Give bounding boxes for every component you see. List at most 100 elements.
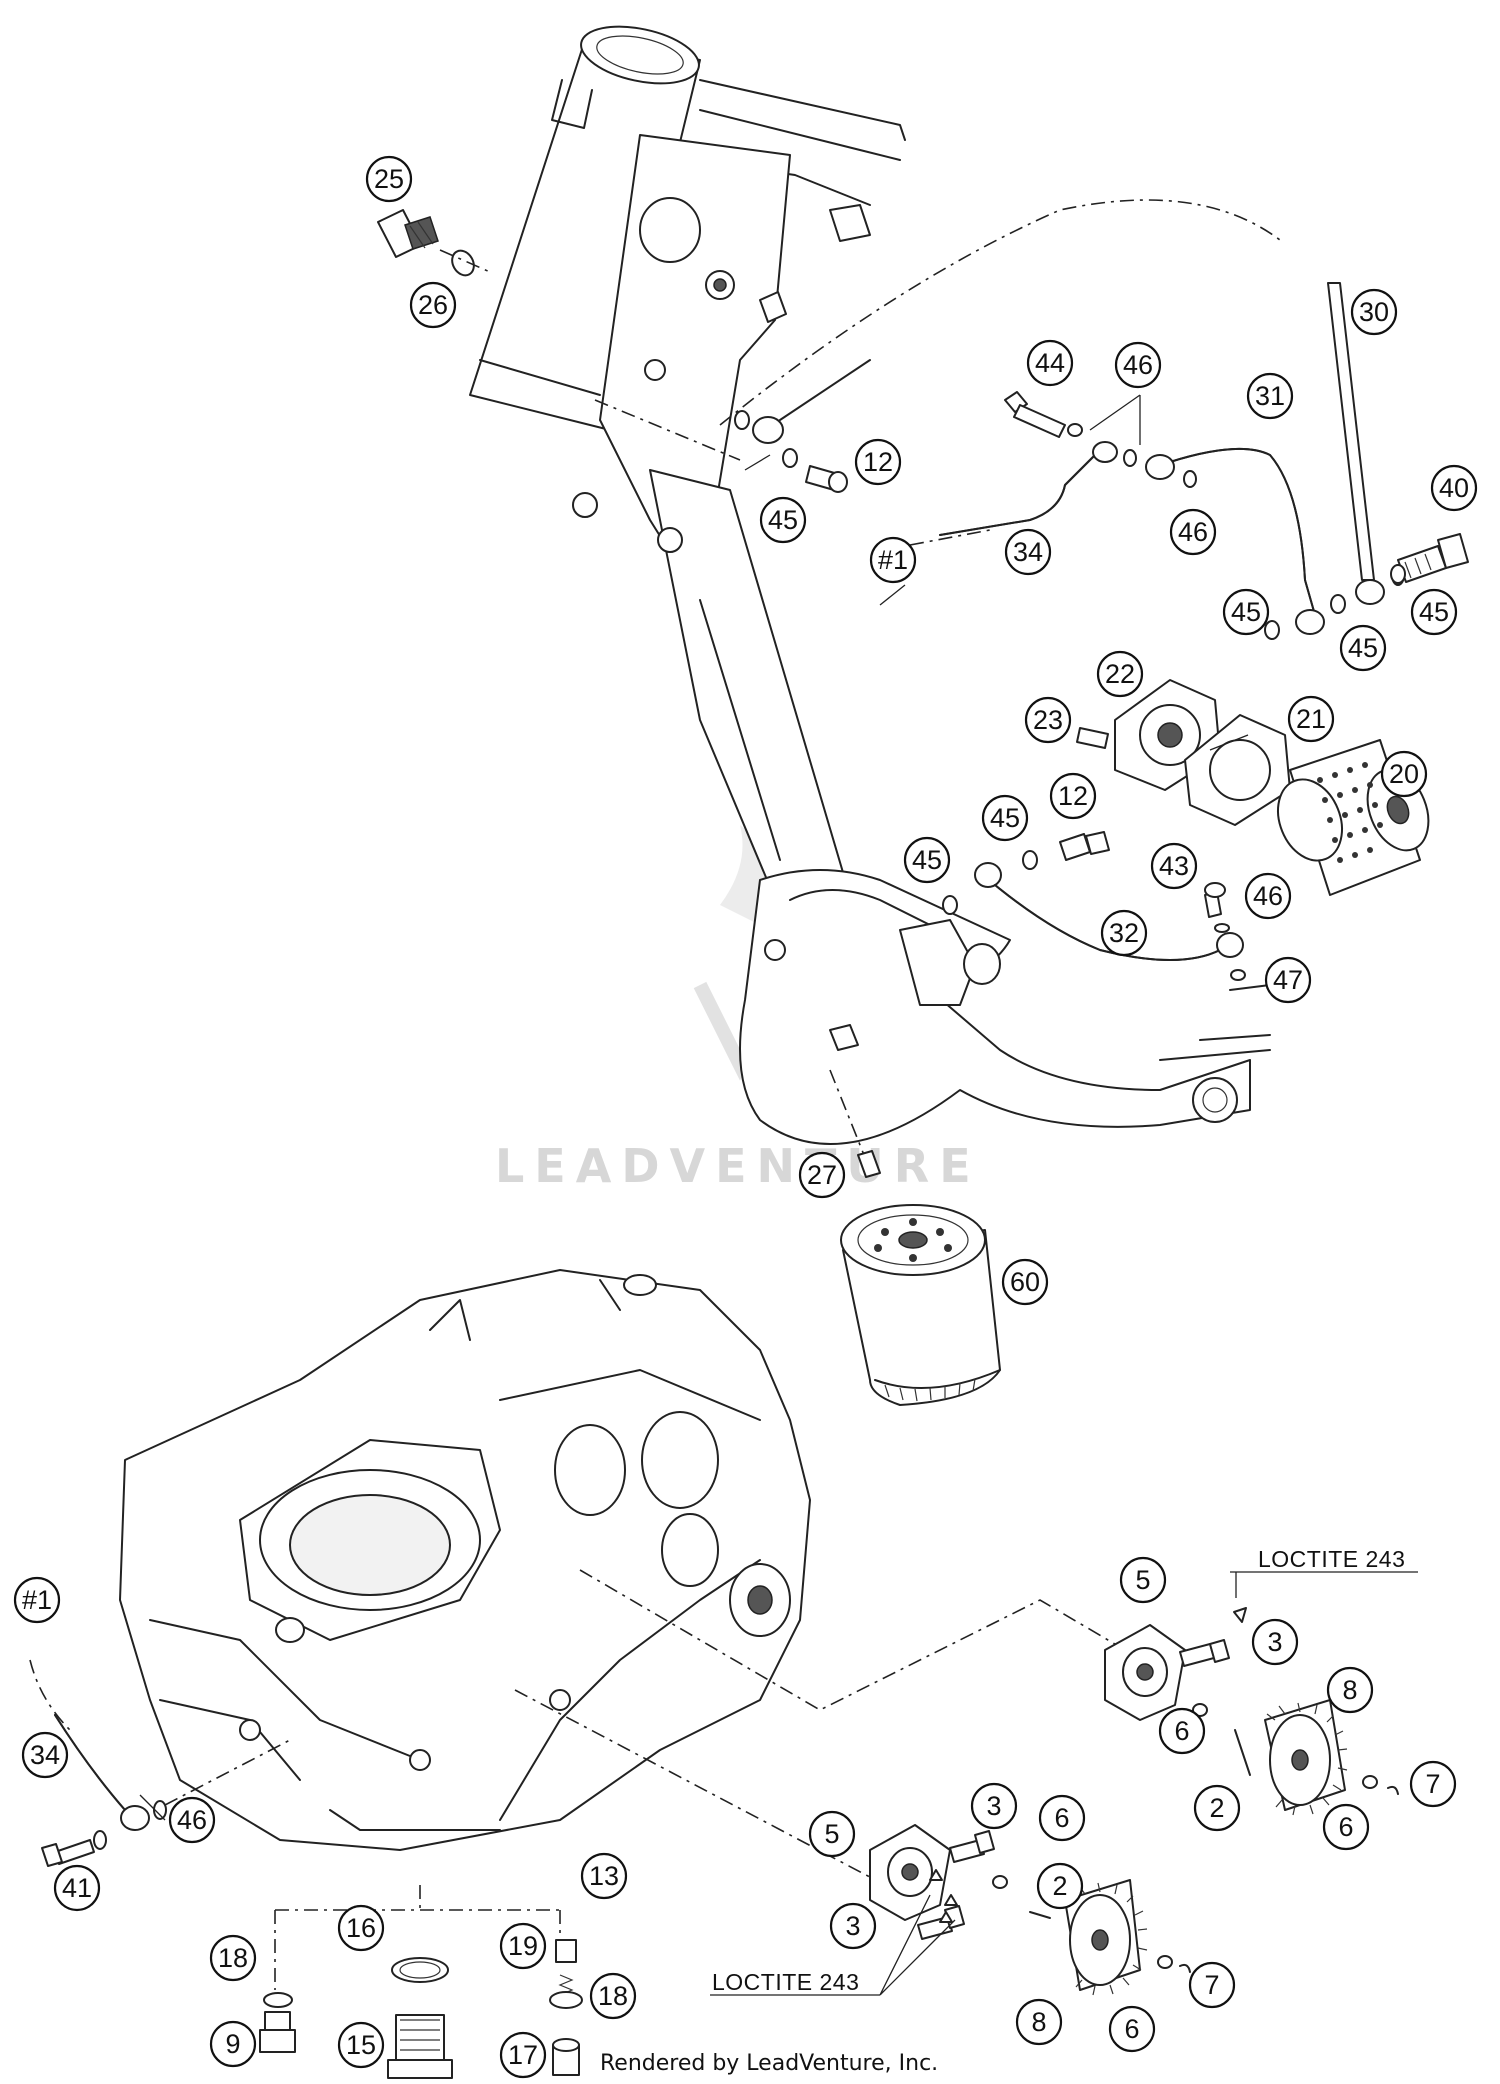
callout-8-lower[interactable]: 8 (1015, 1998, 1063, 2046)
callout-20[interactable]: 20 (1380, 750, 1428, 798)
drain-plugs (259, 1885, 583, 2079)
callout-41[interactable]: 41 (53, 1864, 101, 1912)
svg-text:12: 12 (1058, 781, 1088, 811)
callout-46-left[interactable]: 46 (168, 1796, 216, 1844)
callout-45-d[interactable]: 45 (981, 794, 1029, 842)
svg-text:18: 18 (598, 1981, 628, 2011)
callout-47[interactable]: 47 (1264, 956, 1312, 1004)
svg-text:18: 18 (218, 1943, 248, 1973)
callout-25[interactable]: 25 (365, 155, 413, 203)
callout-12-lower[interactable]: 12 (1049, 772, 1097, 820)
callout-46-upper[interactable]: 46 (1114, 341, 1162, 389)
callout-2-lower[interactable]: 2 (1036, 1862, 1084, 1910)
callout-43[interactable]: 43 (1150, 842, 1198, 890)
svg-text:43: 43 (1159, 851, 1189, 881)
svg-text:#1: #1 (22, 1585, 52, 1615)
svg-text:45: 45 (1348, 633, 1378, 663)
callout-6-lower[interactable]: 6 (1108, 2005, 1156, 2053)
callout-ref-1-lower[interactable]: #1 (13, 1576, 61, 1624)
svg-text:6: 6 (1174, 1716, 1189, 1746)
frame-drawing (469, 25, 1281, 1145)
annotations: LOCTITE 243 LOCTITE 243 Rendered by Lead… (600, 1546, 1405, 2076)
callout-3-lower[interactable]: 3 (829, 1902, 877, 1950)
callout-32[interactable]: 32 (1100, 909, 1148, 957)
svg-text:6: 6 (1124, 2014, 1139, 2044)
callout-19[interactable]: 19 (499, 1922, 547, 1970)
callout-5-lower[interactable]: 5 (808, 1810, 856, 1858)
callout-21[interactable]: 21 (1287, 695, 1335, 743)
svg-text:6: 6 (1338, 1812, 1353, 1842)
svg-text:17: 17 (508, 2040, 538, 2070)
callout-2-upper[interactable]: 2 (1193, 1784, 1241, 1832)
callout-26[interactable]: 26 (409, 281, 457, 329)
callout-46-middle[interactable]: 46 (1169, 508, 1217, 556)
callout-9[interactable]: 9 (209, 2020, 257, 2068)
leader-lines (139, 394, 1418, 1996)
svg-text:30: 30 (1359, 297, 1389, 327)
svg-text:25: 25 (374, 164, 404, 194)
callout-16[interactable]: 16 (337, 1904, 385, 1952)
callout-3-upper[interactable]: 3 (1251, 1618, 1299, 1666)
callout-45-upper-left[interactable]: 45 (759, 496, 807, 544)
callout-60[interactable]: 60 (1001, 1258, 1049, 1306)
svg-text:12: 12 (863, 447, 893, 477)
callout-46-lower[interactable]: 46 (1244, 872, 1292, 920)
svg-text:60: 60 (1010, 1267, 1040, 1297)
callout-7-lower[interactable]: 7 (1188, 1961, 1236, 2009)
callout-23[interactable]: 23 (1024, 696, 1072, 744)
callout-31[interactable]: 31 (1246, 372, 1294, 420)
svg-text:20: 20 (1389, 759, 1419, 789)
svg-text:45: 45 (1419, 597, 1449, 627)
callout-3-lower-top[interactable]: 3 (970, 1782, 1018, 1830)
svg-text:5: 5 (824, 1819, 839, 1849)
svg-text:46: 46 (1123, 350, 1153, 380)
callout-22[interactable]: 22 (1096, 650, 1144, 698)
svg-text:45: 45 (1231, 597, 1261, 627)
callout-8-upper[interactable]: 8 (1326, 1666, 1374, 1714)
callout-45-b[interactable]: 45 (1339, 624, 1387, 672)
oil-filler-plug (377, 209, 491, 277)
callout-45-a[interactable]: 45 (1222, 588, 1270, 636)
callout-6-lower-top[interactable]: 6 (1038, 1794, 1086, 1842)
callout-12-upper[interactable]: 12 (854, 438, 902, 486)
svg-text:40: 40 (1439, 473, 1469, 503)
oil-line-left (29, 1659, 291, 1867)
callout-34-lower[interactable]: 34 (21, 1731, 69, 1779)
callout-6-upper-right[interactable]: 6 (1322, 1803, 1370, 1851)
svg-text:15: 15 (346, 2030, 376, 2060)
callout-18-left[interactable]: 18 (209, 1934, 257, 1982)
svg-text:13: 13 (589, 1861, 619, 1891)
svg-text:2: 2 (1209, 1793, 1224, 1823)
svg-text:45: 45 (768, 505, 798, 535)
callout-44[interactable]: 44 (1026, 339, 1074, 387)
svg-text:2: 2 (1052, 1871, 1067, 1901)
svg-text:32: 32 (1109, 918, 1139, 948)
svg-text:46: 46 (1178, 517, 1208, 547)
callout-30[interactable]: 30 (1350, 288, 1398, 336)
oil-line-lower (942, 831, 1246, 981)
callout-18-right[interactable]: 18 (589, 1972, 637, 2020)
svg-text:34: 34 (1013, 537, 1043, 567)
callout-15[interactable]: 15 (337, 2021, 385, 2069)
callout-13[interactable]: 13 (580, 1852, 628, 1900)
callout-7-upper[interactable]: 7 (1409, 1760, 1457, 1808)
watermark-text: LEADVENTURE (495, 1139, 981, 1193)
svg-text:5: 5 (1135, 1565, 1150, 1595)
oil-line-upper (734, 282, 1469, 640)
callout-6-upper[interactable]: 6 (1158, 1707, 1206, 1755)
callout-ref-1-upper[interactable]: #1 (869, 536, 917, 584)
callout-5-upper[interactable]: 5 (1119, 1556, 1167, 1604)
callout-40[interactable]: 40 (1430, 464, 1478, 512)
oil-pump-upper (579, 1569, 1399, 1816)
callout-27[interactable]: 27 (798, 1151, 846, 1199)
callout-17[interactable]: 17 (499, 2031, 547, 2079)
callout-45-c[interactable]: 45 (1410, 588, 1458, 636)
render-credit: Rendered by LeadVenture, Inc. (600, 2051, 938, 2076)
svg-text:23: 23 (1033, 705, 1063, 735)
svg-text:47: 47 (1273, 965, 1303, 995)
svg-text:34: 34 (30, 1740, 60, 1770)
svg-text:21: 21 (1296, 704, 1326, 734)
callout-34-upper[interactable]: 34 (1004, 528, 1052, 576)
crankcase-drawing (119, 1269, 811, 1851)
callout-45-e[interactable]: 45 (903, 836, 951, 884)
